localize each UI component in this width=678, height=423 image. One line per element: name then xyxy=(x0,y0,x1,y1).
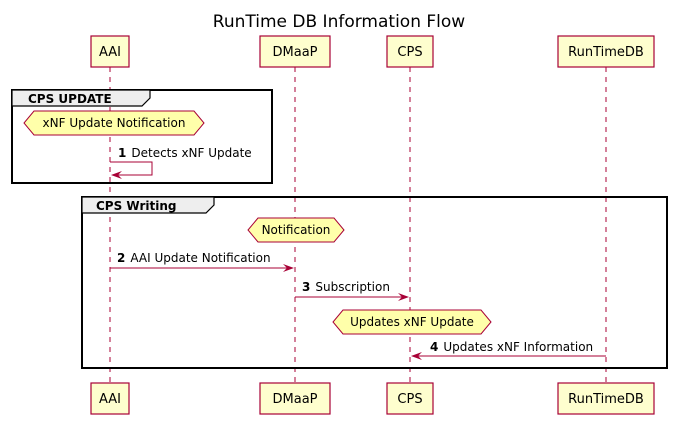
message-1-number: 1 xyxy=(118,146,126,160)
message-4-number: 4 xyxy=(430,340,438,354)
message-4: 4 Updates xNF Information xyxy=(411,340,606,360)
participant-runtimedb-top: RunTimeDB xyxy=(557,35,655,68)
message-4-arrowhead xyxy=(411,352,422,360)
message-2: 2 AAI Update Notification xyxy=(110,251,294,272)
group-cps-update-label: CPS UPDATE xyxy=(28,92,112,106)
participant-runtimedb-label: RunTimeDB xyxy=(568,45,644,60)
group-cps-writing: CPS Writing xyxy=(81,196,668,369)
message-3-number: 3 xyxy=(302,280,310,294)
message-1-label: Detects xNF Update xyxy=(131,146,251,160)
group-cps-update: CPS UPDATE xyxy=(11,89,273,184)
participant-aai-bottom-label: AAI xyxy=(99,392,121,407)
message-2-label: AAI Update Notification xyxy=(130,251,270,265)
participant-cps-label: CPS xyxy=(397,45,422,60)
note-updates-xnf-update: Updates xNF Update xyxy=(332,309,492,335)
message-3-arrowhead xyxy=(398,293,409,301)
participant-dmaap-bottom-label: DMaaP xyxy=(273,392,318,407)
note-notification: Notification xyxy=(247,217,345,243)
message-3-label: Subscription xyxy=(315,280,390,294)
message-1: 1 Detects xNF Update xyxy=(110,146,252,179)
note-updates-xnf-update-label: Updates xNF Update xyxy=(350,315,474,329)
participant-runtimedb-bottom-label: RunTimeDB xyxy=(568,392,644,407)
message-1-arrowhead xyxy=(111,171,122,179)
message-2-number: 2 xyxy=(117,251,125,265)
participant-aai-bottom: AAI xyxy=(90,382,130,415)
participant-cps-bottom: CPS xyxy=(386,382,434,415)
participant-dmaap-label: DMaaP xyxy=(273,45,318,60)
participant-aai-top: AAI xyxy=(90,35,130,68)
message-2-arrowhead xyxy=(283,264,294,272)
participant-runtimedb-bottom: RunTimeDB xyxy=(557,382,655,415)
note-xnf-update-notification: xNF Update Notification xyxy=(23,110,205,136)
diagram-title: RunTime DB Information Flow xyxy=(213,12,465,32)
message-3: 3 Subscription xyxy=(295,280,409,301)
participant-dmaap-top: DMaaP xyxy=(259,35,331,68)
message-4-label: Updates xNF Information xyxy=(443,340,593,354)
participant-cps-top: CPS xyxy=(386,35,434,68)
participant-dmaap-bottom: DMaaP xyxy=(259,382,331,415)
participant-aai-label: AAI xyxy=(99,45,121,60)
participant-cps-bottom-label: CPS xyxy=(397,392,422,407)
group-cps-writing-label: CPS Writing xyxy=(96,199,176,213)
note-xnf-update-notification-label: xNF Update Notification xyxy=(43,116,186,130)
note-notification-label: Notification xyxy=(262,223,331,237)
